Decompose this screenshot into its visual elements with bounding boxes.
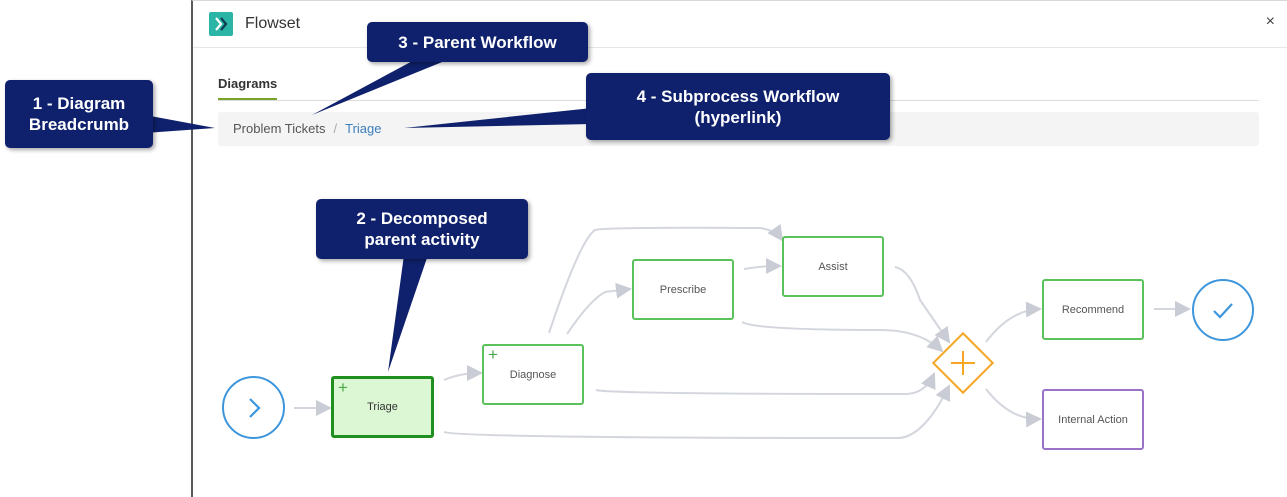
callout-4-pointer <box>404 108 592 128</box>
close-button[interactable]: × <box>1265 13 1275 30</box>
chevron-right-icon <box>248 397 261 418</box>
callout-parent-workflow: 3 - Parent Workflow <box>367 22 588 62</box>
start-event[interactable] <box>222 376 285 439</box>
flow-diagnose-assist <box>548 223 784 334</box>
end-event[interactable] <box>1192 279 1254 341</box>
tab-diagrams[interactable]: Diagrams <box>218 76 278 101</box>
flow-prescribe-assist <box>743 258 782 275</box>
flow-diagnose-prescribe <box>566 282 632 335</box>
activity-triage[interactable]: + Triage <box>331 376 434 438</box>
flow-prescribe-gateway <box>741 321 944 353</box>
activity-label: Internal Action <box>1058 413 1128 426</box>
plus-icon: + <box>488 345 498 364</box>
breadcrumb-child-link[interactable]: Triage <box>345 121 382 136</box>
activity-recommend[interactable]: Recommend <box>1042 279 1144 340</box>
flow-triage-diagnose <box>443 365 483 382</box>
parallel-gateway-icon <box>931 331 995 395</box>
activity-label: Recommend <box>1061 303 1125 316</box>
callout-3-pointer <box>312 58 452 115</box>
title-bar: Flowset × <box>193 1 1287 48</box>
activity-diagnose[interactable]: + Diagnose <box>482 344 584 405</box>
flow-gateway-internal <box>985 388 1042 428</box>
activity-prescribe[interactable]: Prescribe <box>632 259 734 320</box>
activity-label: Assist <box>818 260 848 273</box>
flow-triage-gateway <box>443 384 951 440</box>
flow-assist-gateway <box>894 266 951 344</box>
callout-2-pointer <box>388 255 428 372</box>
callout-decomposed-parent: 2 - Decomposed parent activity <box>316 199 528 259</box>
activity-internal-action[interactable]: Internal Action <box>1042 389 1144 450</box>
activity-label: Diagnose <box>509 368 557 381</box>
activity-assist[interactable]: Assist <box>782 236 884 297</box>
checkmark-icon <box>1213 303 1233 319</box>
app-title: Flowset <box>245 15 301 32</box>
plus-icon: + <box>338 378 348 397</box>
activity-label: Triage <box>367 401 398 413</box>
flow-gateway-recommend <box>985 301 1042 343</box>
flow-diagnose-gateway <box>595 372 936 396</box>
flowset-logo-icon <box>209 12 233 36</box>
activity-label: Prescribe <box>659 283 707 296</box>
callout-1-pointer <box>145 115 215 133</box>
callout-subprocess-workflow: 4 - Subprocess Workflow (hyperlink) <box>586 73 890 140</box>
callout-diagram-breadcrumb: 1 - Diagram Breadcrumb <box>5 80 153 148</box>
breadcrumb-separator: / <box>333 121 338 136</box>
breadcrumb-parent: Problem Tickets <box>233 121 326 136</box>
